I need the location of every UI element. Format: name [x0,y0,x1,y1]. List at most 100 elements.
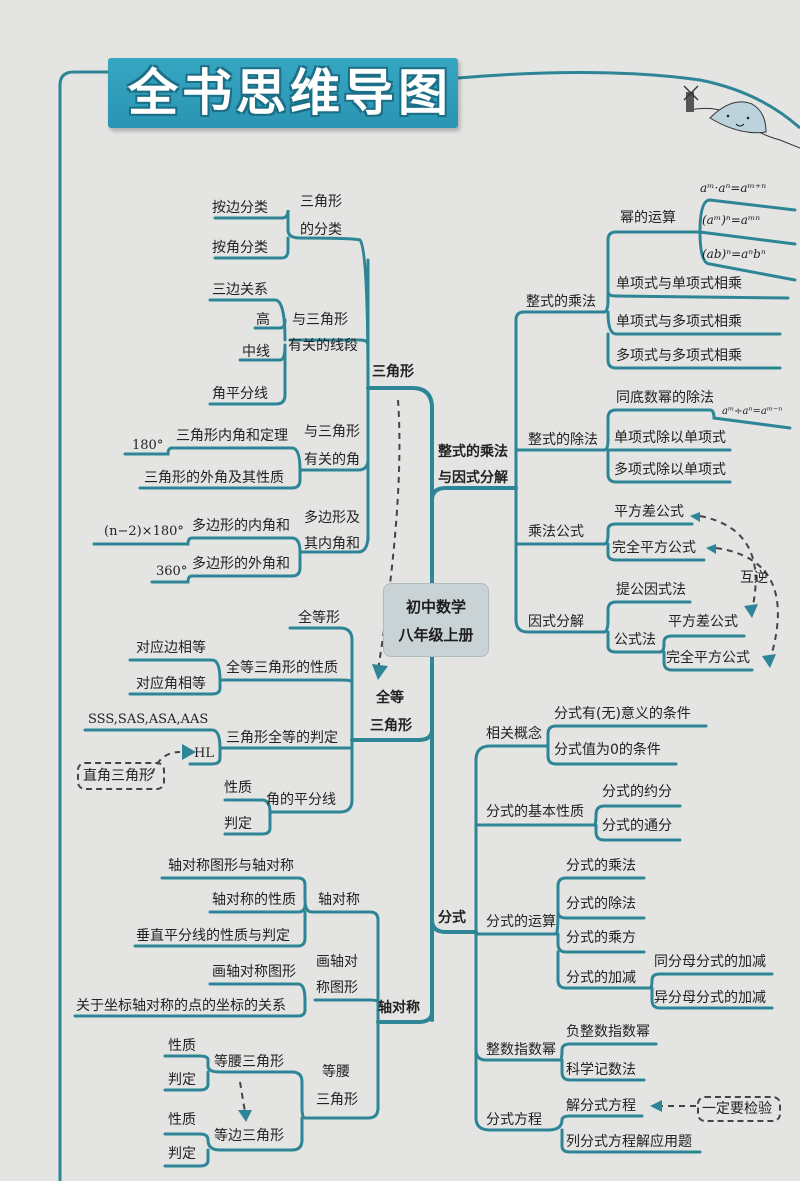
node-isosceles-l2: 三角形 [316,1092,358,1108]
note-inverse: 互逆 [740,570,768,586]
leaf-draw-axial: 画轴对称图形 [212,964,296,980]
node-triangle: 三角形 [372,364,414,380]
leaf-sss-sas-asa-aas: SSS,SAS,ASA,AAS [88,712,209,727]
leaf-by-side: 按边分类 [212,200,268,216]
leaf-axial-property: 轴对称的性质 [212,892,296,908]
leaf-mono-mono: 单项式与单项式相乘 [616,276,742,292]
note-180: 180° [132,438,164,453]
page-title: 全书思维导图 [128,64,452,122]
leaf-isosceles-property: 性质 [168,1038,196,1054]
center-subject: 初中数学 [405,598,466,616]
node-power-operations: 幂的运算 [620,210,676,226]
node-congruent-l2: 三角形 [370,718,412,734]
leaf-bisector-property: 性质 [224,780,252,796]
leaf-perpendicular-bisector: 垂直平分线的性质与判定 [136,928,290,944]
note-n-minus-2: (n−2)×180° [104,524,184,539]
node-classification-l2: 的分类 [300,222,342,238]
formula-power-product: aᵐ·aⁿ=aᵐ⁺ⁿ [700,181,767,195]
leaf-axial-figure: 轴对称图形与轴对称 [168,858,294,874]
leaf-altitude: 高 [256,312,270,328]
node-multiplication-formulas: 乘法公式 [528,524,584,540]
leaf-exterior-angle: 三角形的外角及其性质 [144,470,284,486]
node-congruent-l1: 全等 [376,690,404,706]
leaf-congruent-figure: 全等形 [298,610,340,626]
leaf-equilateral-property: 性质 [168,1112,196,1128]
leaf-different-denominator: 异分母分式的加减 [654,990,766,1006]
leaf-equilateral-criterion: 判定 [168,1146,196,1162]
node-drawing-l2: 称图形 [316,980,358,996]
sun-decoration-icon [683,85,800,149]
leaf-hl: HL [194,746,214,761]
note-right-triangle: 直角三角形 [83,768,153,784]
node-angle-bisector: 角的平分线 [266,792,336,808]
node-isosceles-triangle: 等腰三角形 [214,1054,284,1070]
leaf-three-sides: 三边关系 [212,282,268,298]
leaf-corresponding-sides: 对应边相等 [136,640,206,656]
node-segments-l2: 有关的线段 [288,338,358,354]
center-grade: 八年级上册 [398,626,474,644]
node-congruent-criteria: 三角形全等的判定 [226,730,338,746]
leaf-polygon-interior: 多边形的内角和 [192,518,290,534]
leaf-same-denominator: 同分母分式的加减 [654,954,766,970]
node-axial-symmetry: 轴对称 [318,892,360,908]
node-symmetry: 轴对称 [378,1000,420,1016]
node-fraction-operations: 分式的运算 [486,914,556,930]
leaf-bisector: 角平分线 [212,386,268,402]
node-polynomial-l2: 与因式分解 [438,470,508,486]
arrow-head [372,664,388,680]
leaf-solve-equation: 解分式方程 [566,1098,636,1114]
leaf-poly-poly: 多项式与多项式相乘 [616,348,742,364]
leaf-common-denominator: 分式的通分 [602,818,672,834]
leaf-corresponding-angles: 对应角相等 [136,676,206,692]
leaf-perfect-square: 完全平方公式 [612,540,696,556]
leaf-negative-exponent: 负整数指数幂 [566,1024,650,1040]
node-drawing-l1: 画轴对 [316,954,358,970]
note-360: 360° [156,564,188,579]
formula-product-power: (ab)ⁿ=aⁿbⁿ [702,247,766,261]
node-polygon-l2: 其内角和 [304,536,360,552]
node-formula-method: 公式法 [614,632,656,648]
leaf-common-factor: 提公因式法 [616,582,686,598]
node-segments-l1: 与三角形 [292,312,348,328]
node-polynomial-l1: 整式的乘法 [438,444,508,460]
note-must-check-box: 一定要检验 [697,1096,781,1122]
leaf-meaningful-condition: 分式有(无)意义的条件 [554,706,691,722]
leaf-poly-div-mono: 多项式除以单项式 [614,462,726,478]
leaf-same-base-division: 同底数幂的除法 [616,390,714,406]
node-angles-l2: 有关的角 [304,452,360,468]
node-integer-exponent: 整数指数幂 [486,1042,556,1058]
leaf-zero-value-condition: 分式值为0的条件 [554,742,661,758]
leaf-factor-perfect-square: 完全平方公式 [666,650,750,666]
leaf-difference-of-squares: 平方差公式 [614,504,684,520]
leaf-fraction-division: 分式的除法 [566,896,636,912]
node-basic-property: 分式的基本性质 [486,804,584,820]
formula-power-quotient: aᵐ÷aⁿ=aᵐ⁻ⁿ [722,406,783,417]
node-poly-multiplication: 整式的乘法 [526,294,596,310]
leaf-isosceles-criterion: 判定 [168,1072,196,1088]
leaf-bisector-criterion: 判定 [224,816,252,832]
node-factoring: 因式分解 [528,614,584,630]
formula-power-of-power: (aᵐ)ⁿ=aᵐⁿ [702,213,761,227]
note-must-check: 一定要检验 [702,1101,772,1117]
leaf-fraction-power: 分式的乘方 [566,930,636,946]
leaf-polygon-exterior: 多边形的外角和 [192,556,290,572]
leaf-mono-poly: 单项式与多项式相乘 [616,314,742,330]
leaf-reduction: 分式的约分 [602,784,672,800]
node-poly-division: 整式的除法 [528,432,598,448]
node-isosceles-l1: 等腰 [322,1064,350,1080]
node-fraction-equation: 分式方程 [486,1112,542,1128]
title-banner: 全书思维导图 [108,58,458,128]
node-classification-l1: 三角形 [300,194,342,210]
leaf-median: 中线 [242,344,270,360]
leaf-mono-div-mono: 单项式除以单项式 [614,430,726,446]
node-equilateral-triangle: 等边三角形 [214,1128,284,1144]
node-angles-l1: 与三角形 [304,424,360,440]
leaf-angle-sum-theorem: 三角形内角和定理 [176,428,288,444]
leaf-word-problems: 列分式方程解应用题 [566,1134,692,1150]
leaf-factor-difference-of-squares: 平方差公式 [668,614,738,630]
node-fraction: 分式 [438,910,466,926]
center-node: 初中数学 八年级上册 [383,583,489,657]
leaf-coordinate-symmetry: 关于坐标轴对称的点的坐标的关系 [76,998,286,1014]
